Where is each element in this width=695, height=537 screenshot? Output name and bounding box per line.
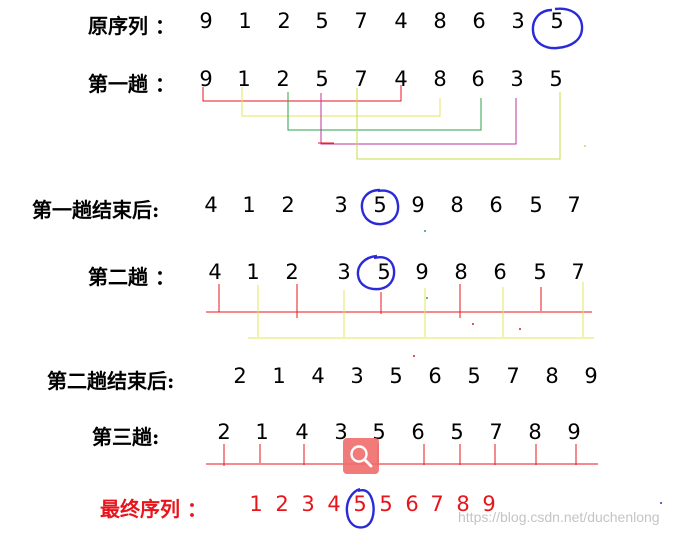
value-original-4: 7 bbox=[354, 9, 368, 33]
value-pass3-2: 4 bbox=[295, 420, 309, 444]
bracket-1-8 bbox=[241, 87, 441, 117]
value-after1-7: 6 bbox=[489, 193, 503, 217]
value-pass1-6: 8 bbox=[433, 67, 447, 91]
value-final-1: 2 bbox=[275, 492, 289, 516]
value-pass1-0: 9 bbox=[199, 67, 213, 91]
value-after2-4: 5 bbox=[389, 364, 403, 388]
value-after1-8: 5 bbox=[529, 193, 543, 217]
value-pass2-8: 5 bbox=[533, 260, 547, 284]
value-pass2-5: 9 bbox=[415, 260, 429, 284]
value-pass3-5: 6 bbox=[411, 420, 425, 444]
value-pass3-7: 7 bbox=[489, 420, 503, 444]
value-final-0: 1 bbox=[249, 492, 263, 516]
value-after2-7: 7 bbox=[506, 364, 520, 388]
value-after1-3: 3 bbox=[334, 193, 348, 217]
value-after1-1: 1 bbox=[242, 193, 256, 217]
row-label-final: 最终序列 ： bbox=[100, 497, 207, 521]
value-final-5: 5 bbox=[379, 492, 393, 516]
value-after2-6: 5 bbox=[467, 364, 481, 388]
value-pass3-8: 8 bbox=[528, 420, 542, 444]
pass3-ticks bbox=[206, 444, 598, 466]
value-after2-8: 8 bbox=[545, 364, 559, 388]
value-after1-0: 4 bbox=[204, 193, 218, 217]
value-pass1-3: 5 bbox=[315, 67, 329, 91]
value-final-3: 4 bbox=[327, 492, 341, 516]
value-after1-6: 8 bbox=[450, 193, 464, 217]
value-after2-2: 4 bbox=[311, 364, 325, 388]
value-pass3-1: 1 bbox=[255, 420, 269, 444]
value-after1-5: 9 bbox=[411, 193, 425, 217]
value-pass2-6: 8 bbox=[454, 260, 468, 284]
value-pass3-0: 2 bbox=[217, 420, 231, 444]
value-after1-9: 7 bbox=[567, 193, 581, 217]
value-pass2-4: 5 bbox=[377, 260, 391, 284]
value-pass2-7: 6 bbox=[493, 260, 507, 284]
value-original-6: 8 bbox=[433, 9, 447, 33]
value-pass1-1: 1 bbox=[237, 67, 251, 91]
value-final-7: 7 bbox=[430, 492, 444, 516]
bracket-9-4 bbox=[202, 85, 402, 102]
value-original-7: 6 bbox=[472, 9, 486, 33]
row-label-original: 原序列 ： bbox=[88, 14, 175, 38]
value-original-0: 9 bbox=[199, 9, 213, 33]
row-label-pass1: 第一趟 ： bbox=[88, 72, 175, 96]
value-original-2: 2 bbox=[277, 9, 291, 33]
bracket-5-3 bbox=[320, 93, 517, 145]
value-pass3-9: 9 bbox=[567, 420, 581, 444]
pass1-brackets bbox=[202, 85, 561, 160]
value-pass2-3: 3 bbox=[337, 260, 351, 284]
value-after2-5: 6 bbox=[428, 364, 442, 388]
value-pass2-2: 2 bbox=[285, 260, 299, 284]
value-after2-9: 9 bbox=[584, 364, 598, 388]
value-after2-3: 3 bbox=[350, 364, 364, 388]
value-original-9: 5 bbox=[550, 9, 564, 33]
value-pass1-8: 3 bbox=[510, 67, 524, 91]
value-pass2-9: 7 bbox=[571, 260, 585, 284]
value-final-2: 3 bbox=[301, 492, 315, 516]
value-pass1-4: 7 bbox=[354, 67, 368, 91]
value-original-5: 4 bbox=[394, 9, 408, 33]
value-final-8: 8 bbox=[456, 492, 470, 516]
value-final-4: 5 bbox=[353, 492, 367, 516]
row-label-after2: 第二趟结束后: bbox=[47, 369, 175, 393]
pass2-ticks bbox=[206, 282, 594, 339]
row-label-pass2: 第二趟 ： bbox=[88, 265, 175, 289]
value-after2-1: 1 bbox=[272, 364, 286, 388]
row-label-pass3: 第三趟: bbox=[92, 425, 160, 449]
value-original-1: 1 bbox=[238, 9, 252, 33]
value-after2-0: 2 bbox=[233, 364, 247, 388]
value-pass1-2: 2 bbox=[276, 67, 290, 91]
value-pass2-0: 4 bbox=[208, 260, 222, 284]
value-pass1-9: 5 bbox=[549, 67, 563, 91]
value-pass3-6: 5 bbox=[450, 420, 464, 444]
magnifier-icon bbox=[350, 445, 373, 468]
bracket-2-6 bbox=[287, 92, 482, 131]
value-original-8: 3 bbox=[511, 9, 525, 33]
value-final-6: 6 bbox=[405, 492, 419, 516]
value-original-3: 5 bbox=[315, 9, 329, 33]
value-after1-4: 5 bbox=[373, 193, 387, 217]
value-pass1-5: 4 bbox=[394, 67, 408, 91]
value-pass2-1: 1 bbox=[246, 260, 260, 284]
value-pass1-7: 6 bbox=[471, 67, 485, 91]
value-final-9: 9 bbox=[482, 492, 496, 516]
bracket-7-5 bbox=[356, 88, 561, 160]
value-after1-2: 2 bbox=[281, 193, 295, 217]
row-label-after1: 第一趟结束后: bbox=[32, 198, 160, 222]
zoom-button[interactable] bbox=[343, 438, 379, 474]
watermark: https://blog.csdn.net/duchenlong bbox=[458, 509, 660, 525]
